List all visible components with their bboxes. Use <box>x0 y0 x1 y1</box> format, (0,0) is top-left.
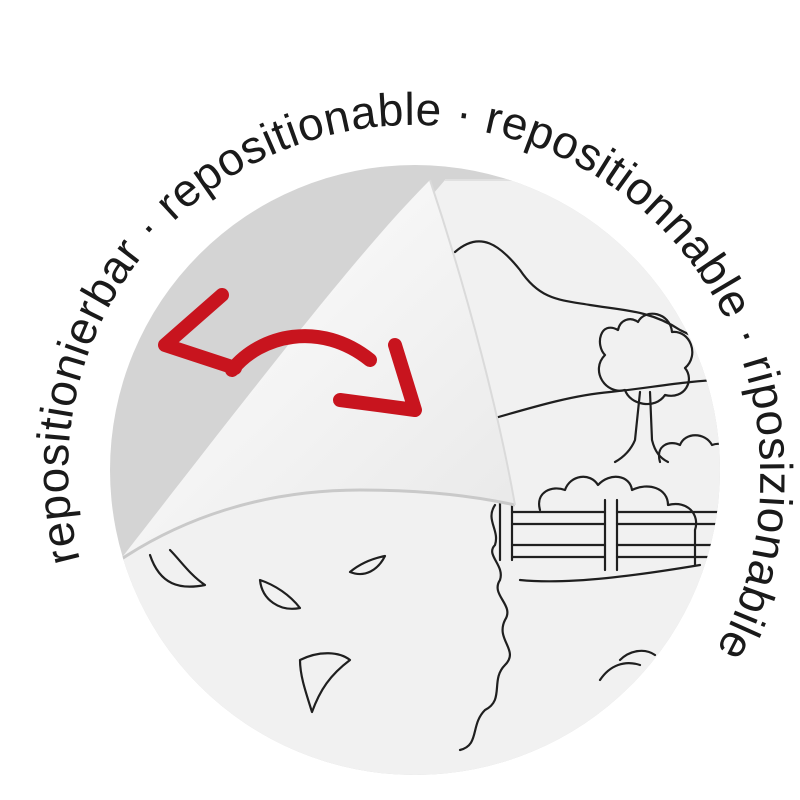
tree-trunk-right <box>648 390 670 464</box>
page-curl-shadow <box>119 488 516 562</box>
hedge <box>538 475 698 567</box>
leaf-3 <box>348 554 387 576</box>
leaf-2 <box>258 578 302 610</box>
fence <box>498 498 720 572</box>
leaf-1 <box>148 548 207 588</box>
path-edge <box>518 563 702 583</box>
grass <box>598 649 657 682</box>
foreground-bush <box>458 503 511 752</box>
tree-crown <box>597 312 694 406</box>
small-bush <box>657 434 720 464</box>
leaf-4 <box>298 652 352 714</box>
horizon-line <box>493 378 720 420</box>
page-curl <box>120 180 515 560</box>
double-headed-curved-arrow-icon <box>158 288 422 417</box>
label-it: riposizionabile <box>707 349 800 670</box>
tree-trunk-left <box>613 390 642 464</box>
